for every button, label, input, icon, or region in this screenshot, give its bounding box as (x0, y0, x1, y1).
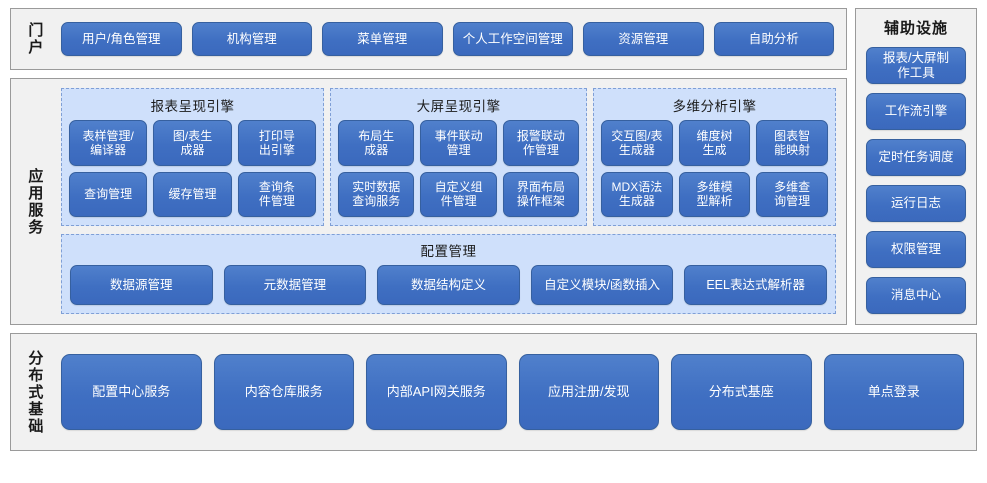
engine-title-olap: 多维分析引擎 (672, 99, 757, 114)
report-button-query-manager[interactable]: 查询管理 (69, 171, 148, 217)
olap-button-multidim-query-manager[interactable]: 多维查 询管理 (756, 171, 829, 217)
dashboard-button-layout-generator[interactable]: 布局生 成器 (338, 120, 415, 166)
dist-button-content-repository-service[interactable]: 内容仓库服务 (213, 354, 354, 430)
portal-band-label: 门户 (26, 22, 44, 56)
portal-button-user-role[interactable]: 用户/角色管理 (61, 22, 182, 56)
portal-button-self-service-analysis[interactable]: 自助分析 (713, 22, 834, 56)
auxiliary-facilities-title: 辅助设施 (883, 20, 948, 37)
report-button-template-manager[interactable]: 表样管理/ 编译器 (69, 120, 148, 166)
aux-button-message-center[interactable]: 消息中心 (866, 277, 966, 314)
aux-button-scheduled-task[interactable]: 定时任务调度 (866, 139, 966, 176)
dashboard-button-event-linkage-manager[interactable]: 事件联动 管理 (420, 120, 497, 166)
report-button-print-export-engine[interactable]: 打印导 出引擎 (237, 120, 317, 166)
engine-grid-report: 表样管理/ 编译器 图/表生 成器 打印导 出引擎 查询管理 缓存管理 查询条 … (69, 120, 317, 217)
dist-button-app-registry-discovery[interactable]: 应用注册/发现 (518, 354, 659, 430)
dashboard-button-custom-component-manager[interactable]: 自定义组 件管理 (420, 171, 497, 217)
report-button-query-condition-manager[interactable]: 查询条 件管理 (237, 171, 317, 217)
left-column: 门户 用户/角色管理 机构管理 菜单管理 个人工作空间管理 资源管理 自助分析 … (10, 8, 847, 325)
portal-band: 门户 用户/角色管理 机构管理 菜单管理 个人工作空间管理 资源管理 自助分析 (10, 8, 847, 70)
portal-button-row: 用户/角色管理 机构管理 菜单管理 个人工作空间管理 资源管理 自助分析 (57, 9, 846, 69)
portal-button-org[interactable]: 机构管理 (191, 22, 312, 56)
config-management-title: 配置管理 (420, 244, 477, 259)
config-button-data-structure-definition[interactable]: 数据结构定义 (377, 265, 520, 305)
distributed-base-band: 分布式基础 配置中心服务 内容仓库服务 内部API网关服务 应用注册/发现 分布… (10, 333, 977, 451)
engine-panel-olap: 多维分析引擎 交互图/表 生成器 维度树 生成 图表智 能映射 MDX语法 生成… (593, 88, 837, 226)
portal-button-workspace[interactable]: 个人工作空间管理 (452, 22, 573, 56)
olap-button-dimension-tree-generator[interactable]: 维度树 生成 (678, 120, 751, 166)
report-button-cache-manager[interactable]: 缓存管理 (153, 171, 232, 217)
engine-title-dashboard: 大屏呈现引擎 (416, 99, 501, 114)
engines-row: 报表呈现引擎 表样管理/ 编译器 图/表生 成器 打印导 出引擎 查询管理 缓存… (61, 88, 837, 226)
dist-button-internal-api-gateway[interactable]: 内部API网关服务 (366, 354, 507, 430)
config-button-metadata-manager[interactable]: 元数据管理 (223, 265, 367, 305)
olap-button-chart-smart-mapping[interactable]: 图表智 能映射 (756, 120, 829, 166)
config-button-eel-expression-parser[interactable]: EEL表达式解析器 (684, 265, 827, 305)
dashboard-button-realtime-data-query[interactable]: 实时数据 查询服务 (338, 171, 415, 217)
portal-button-resource[interactable]: 资源管理 (583, 22, 704, 56)
engine-grid-olap: 交互图/表 生成器 维度树 生成 图表智 能映射 MDX语法 生成器 多维模 型… (601, 120, 829, 217)
portal-button-menu[interactable]: 菜单管理 (322, 22, 443, 56)
olap-button-multidim-model-parser[interactable]: 多维模 型解析 (678, 171, 751, 217)
aux-button-runtime-log[interactable]: 运行日志 (866, 185, 966, 222)
top-zone: 门户 用户/角色管理 机构管理 菜单管理 个人工作空间管理 资源管理 自助分析 … (10, 8, 977, 325)
dashboard-button-alarm-action-manager[interactable]: 报警联动 作管理 (502, 120, 580, 166)
application-services-band: 应用服务 报表呈现引擎 表样管理/ 编译器 图/表生 成器 打印导 出引擎 查询… (10, 78, 847, 325)
config-management-row: 数据源管理 元数据管理 数据结构定义 自定义模块/函数插入 EEL表达式解析器 (70, 265, 827, 305)
application-services-band-label: 应用服务 (26, 167, 44, 236)
distributed-base-button-row: 配置中心服务 内容仓库服务 内部API网关服务 应用注册/发现 分布式基座 单点… (57, 334, 976, 450)
aux-button-permission-manager[interactable]: 权限管理 (866, 231, 966, 268)
dashboard-button-ui-layout-framework[interactable]: 界面布局 操作框架 (502, 171, 580, 217)
dist-button-distributed-foundation[interactable]: 分布式基座 (671, 354, 812, 430)
olap-button-interactive-chart-generator[interactable]: 交互图/表 生成器 (601, 120, 673, 166)
aux-button-workflow-engine[interactable]: 工作流引擎 (866, 93, 966, 130)
engine-grid-dashboard: 布局生 成器 事件联动 管理 报警联动 作管理 实时数据 查询服务 自定义组 件… (338, 120, 580, 217)
engine-title-report: 报表呈现引擎 (150, 99, 235, 114)
distributed-base-band-label: 分布式基础 (26, 349, 44, 435)
config-management-panel: 配置管理 数据源管理 元数据管理 数据结构定义 自定义模块/函数插入 EEL表达… (61, 234, 836, 314)
config-button-custom-module-function[interactable]: 自定义模块/函数插入 (530, 265, 674, 305)
olap-button-mdx-syntax-generator[interactable]: MDX语法 生成器 (601, 171, 673, 217)
aux-button-report-dashboard-designer[interactable]: 报表/大屏制 作工具 (866, 47, 966, 84)
engine-panel-report: 报表呈现引擎 表样管理/ 编译器 图/表生 成器 打印导 出引擎 查询管理 缓存… (61, 88, 325, 226)
config-button-datasource-manager[interactable]: 数据源管理 (70, 265, 213, 305)
report-button-chart-table-generator[interactable]: 图/表生 成器 (153, 120, 232, 166)
application-services-body: 报表呈现引擎 表样管理/ 编译器 图/表生 成器 打印导 出引擎 查询管理 缓存… (57, 79, 846, 324)
dist-button-single-sign-on[interactable]: 单点登录 (823, 354, 964, 430)
dist-button-config-center-service[interactable]: 配置中心服务 (61, 354, 202, 430)
auxiliary-facilities-panel: 辅助设施 报表/大屏制 作工具 工作流引擎 定时任务调度 运行日志 权限管理 消… (855, 8, 977, 325)
engine-panel-dashboard: 大屏呈现引擎 布局生 成器 事件联动 管理 报警联动 作管理 实时数据 查询服务… (330, 88, 588, 226)
